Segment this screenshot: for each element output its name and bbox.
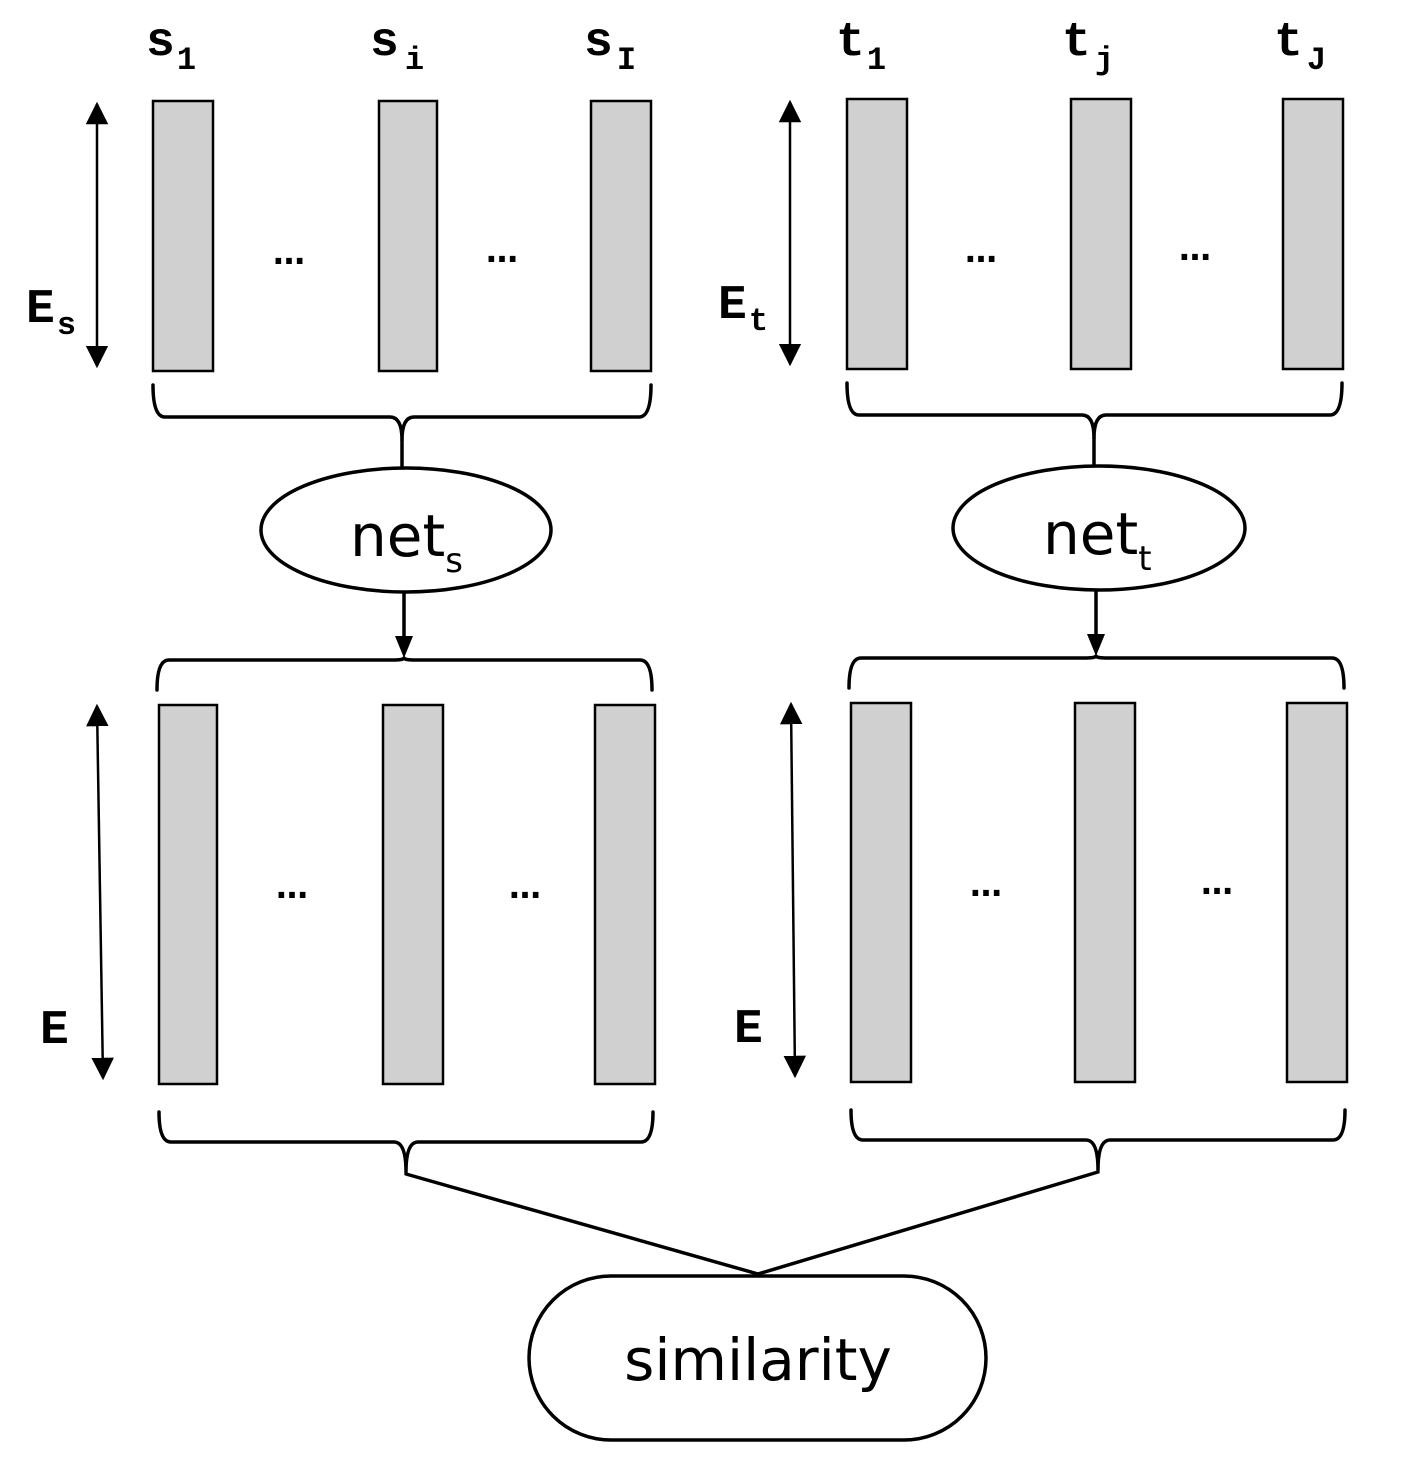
source-output-brace: [155, 656, 654, 692]
source-input-embedding-last: [589, 99, 653, 373]
target-input-embedding-j: [1069, 97, 1133, 371]
source-input-embedding-1: [151, 99, 215, 373]
source-input-ellipsis-1: …: [273, 234, 305, 272]
source-output-ellipsis-1: …: [276, 868, 308, 906]
source-input-embedding-i: [377, 99, 439, 373]
source-network-output-arrowhead: [395, 636, 413, 658]
target-output-brace-bottom: [849, 1108, 1347, 1172]
source-output-dim-label: E: [40, 1004, 69, 1058]
source-input-ellipsis-2: …: [486, 232, 518, 270]
source-output-dim-arrow: [86, 703, 114, 1081]
target-output-embedding-1: [849, 701, 913, 1084]
target-output-dim-label: E: [734, 1003, 763, 1057]
target-output-ellipsis-2: …: [1201, 864, 1233, 902]
source-output-embedding-1: [157, 703, 219, 1086]
target-network-label: nett: [1043, 500, 1152, 579]
source-output-ellipsis-2: …: [509, 868, 541, 906]
target-network-output-arrowhead: [1087, 634, 1105, 656]
target-network-node: [951, 464, 1247, 592]
source-output-embedding-last: [593, 703, 657, 1086]
source-output-embedding-i: [381, 703, 445, 1086]
source-network-label: nets: [350, 502, 463, 581]
source-output-brace-bottom: [157, 1110, 655, 1174]
target-output-brace: [847, 654, 1346, 690]
target-to-similarity-connector: [756, 1170, 1100, 1276]
target-input-ellipsis-2: …: [1179, 230, 1211, 268]
target-output-embedding-last: [1285, 701, 1349, 1084]
target-token-label-1: t1: [836, 16, 886, 79]
source-network-node: [259, 466, 553, 594]
target-output-embedding-j: [1073, 701, 1137, 1084]
source-input-dim-label: Es: [26, 283, 76, 344]
source-input-brace: [151, 383, 653, 442]
target-input-dim-label: Et: [718, 279, 768, 340]
target-output-dim-arrow: [779, 701, 807, 1079]
target-input-embedding-last: [1281, 97, 1345, 371]
source-token-label-1: s1: [146, 16, 196, 79]
target-input-embedding-1: [845, 97, 909, 371]
target-output-ellipsis-1: …: [970, 866, 1002, 904]
target-input-brace: [845, 381, 1344, 440]
similarity-node: [527, 1274, 988, 1442]
similarity-label: similarity: [624, 1326, 892, 1394]
target-input-ellipsis-1: …: [965, 232, 997, 270]
source-to-similarity-connector: [404, 1172, 760, 1276]
